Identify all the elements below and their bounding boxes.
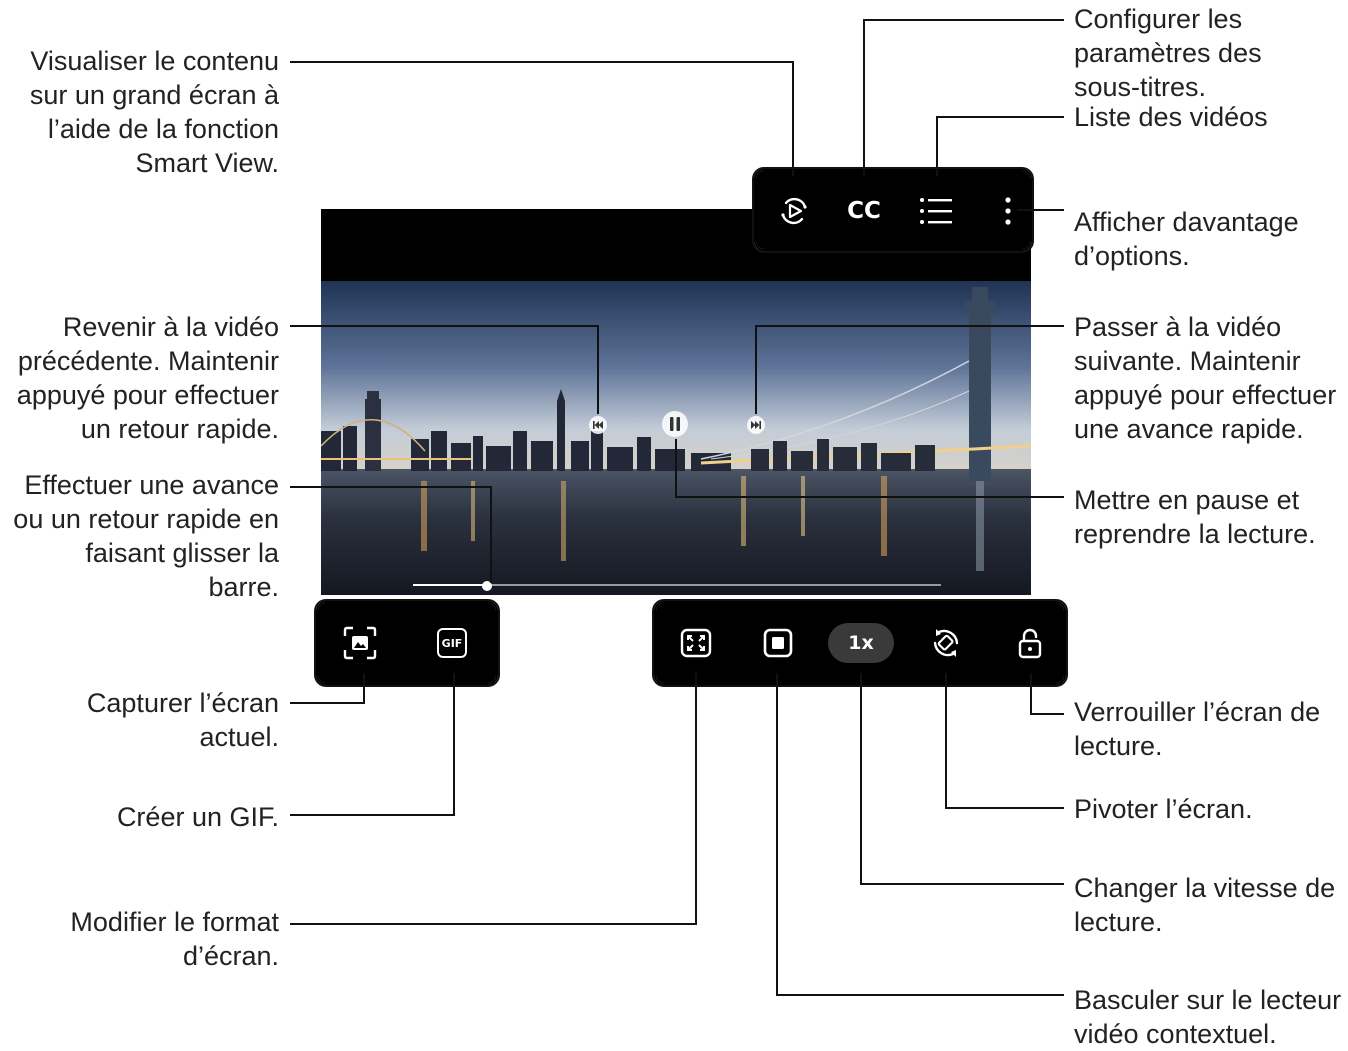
top-toolbar: CC [754, 169, 1032, 251]
subtitles-button[interactable]: CC [842, 189, 886, 233]
popup-player-button[interactable] [756, 621, 800, 665]
video-list-button[interactable] [914, 189, 958, 233]
list-icon [920, 198, 952, 224]
aspect-ratio-icon [680, 628, 712, 658]
cc-icon: CC [847, 198, 881, 224]
video-frame-image [321, 281, 1031, 595]
gif-label: GIF [441, 636, 463, 650]
seek-thumb[interactable] [481, 581, 492, 591]
callout-popup: Basculer sur le lecteur vidéo contextuel… [1074, 985, 1342, 1049]
lock-icon [1018, 628, 1042, 659]
callout-speed: Changer la vitesse de lecture. [1074, 873, 1336, 937]
smart-view-icon [781, 197, 807, 225]
skip-previous-icon [593, 421, 603, 429]
callout-pause: Mettre en pause et reprendre la lecture. [1074, 485, 1316, 549]
next-button[interactable] [747, 416, 765, 434]
smart-view-button[interactable] [772, 189, 816, 233]
previous-button[interactable] [589, 416, 607, 434]
capture-button[interactable] [338, 621, 382, 665]
callout-previous-video: Revenir à la vidéo précédente. Maintenir… [16, 312, 279, 444]
callout-more-options: Afficher davantage d’options. [1074, 207, 1299, 271]
seek-bar-fill [413, 584, 487, 586]
callout-ratio: Modifier le format d’écran. [70, 907, 279, 971]
rotate-icon [933, 629, 959, 657]
callout-video-list: Liste des vidéos [1074, 102, 1268, 132]
video-player[interactable] [321, 209, 1031, 595]
gif-icon: GIF [437, 628, 467, 658]
gif-button[interactable]: GIF [430, 621, 474, 665]
callout-rotate: Pivoter l’écran. [1074, 794, 1253, 824]
playback-toolbar: 1x [654, 601, 1066, 685]
ratio-button[interactable] [674, 621, 718, 665]
skip-next-icon [751, 421, 761, 429]
callout-lock: Verrouiller l’écran de lecture. [1074, 697, 1321, 761]
more-options-button[interactable] [994, 189, 1022, 233]
rotate-button[interactable] [924, 621, 968, 665]
capture-icon [343, 626, 377, 660]
callout-capture: Capturer l’écran actuel. [86, 688, 279, 752]
pause-button[interactable] [662, 411, 688, 437]
callout-seek-bar: Effectuer une avance ou un retour rapide… [13, 470, 279, 602]
capture-toolbar: GIF [316, 601, 498, 685]
more-vertical-icon [1005, 197, 1011, 225]
pause-icon [670, 417, 680, 431]
callout-next-video: Passer à la vidéo suivante. Maintenir ap… [1074, 312, 1337, 444]
seek-bar[interactable] [413, 584, 941, 586]
popup-player-icon [763, 628, 793, 658]
speed-button[interactable]: 1x [828, 623, 894, 663]
callout-gif: Créer un GIF. [116, 802, 279, 832]
callout-smart-view: Visualiser le contenu sur un grand écran… [29, 46, 279, 178]
callout-subtitles: Configurer les paramètres des sous-titre… [1074, 4, 1262, 102]
lock-button[interactable] [1010, 621, 1050, 665]
